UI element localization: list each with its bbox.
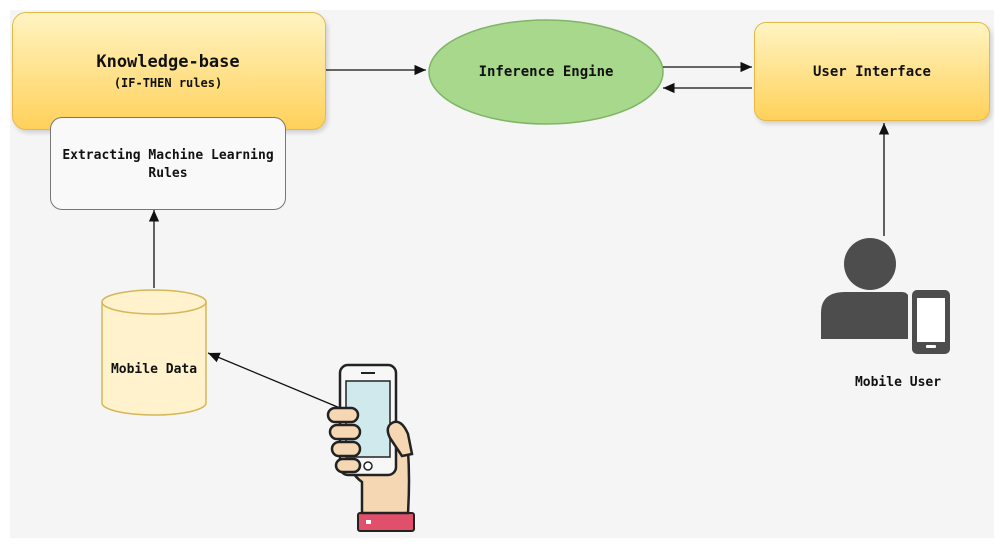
inference-engine-ellipse[interactable] (428, 19, 664, 125)
mobile-data-cylinder[interactable] (101, 289, 207, 416)
person-with-phone-icon (821, 238, 950, 354)
diagram-canvas: Knowledge-base (IF-THEN rules) Extractin… (10, 10, 994, 538)
user-interface-box[interactable] (754, 22, 990, 121)
connector-layer (101, 19, 950, 532)
extracting-rules-box[interactable] (50, 117, 286, 210)
hand-holding-phone-icon (326, 363, 415, 532)
edge-phone-to-data (207, 352, 341, 409)
knowledge-base-box[interactable] (12, 12, 326, 130)
